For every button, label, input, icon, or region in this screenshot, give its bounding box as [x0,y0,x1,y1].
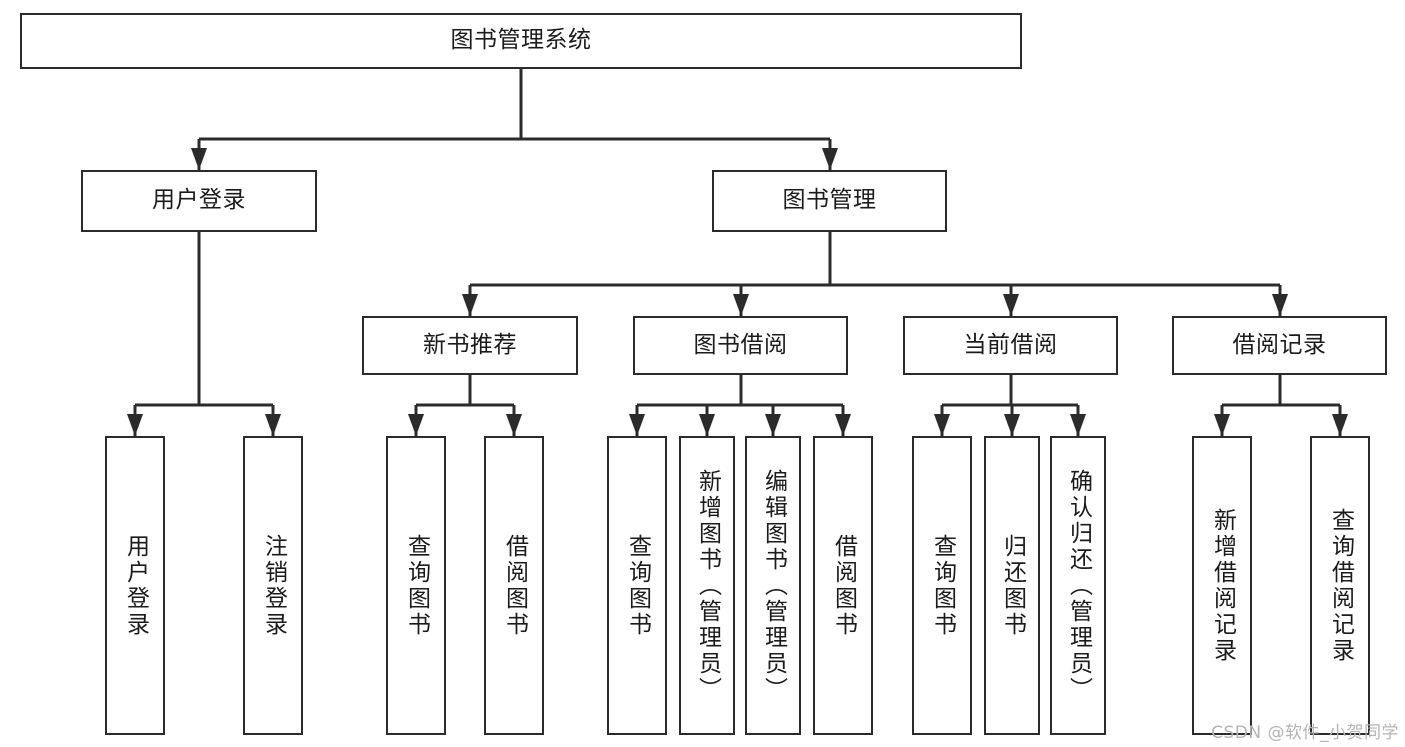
arrowhead [629,414,645,436]
node-leaf-cb-query: 查询图书 [912,436,972,735]
arrowhead [934,414,950,436]
node-root: 图书管理系统 [20,13,1022,69]
node-leaf-bb-add: 新增图书（管理员） [679,436,735,735]
arrowhead [1332,414,1348,436]
node-label-new-book-rec: 新书推荐 [423,331,517,358]
node-label-user-login: 用户登录 [152,187,246,214]
watermark: CSDN @软件_小贺同学 [1211,723,1399,743]
arrowhead [1004,414,1020,436]
node-label-leaf-bb-borrow: 借阅图书 [830,533,857,638]
node-label-leaf-cb-confirm: 确认归还（管理员） [1065,468,1092,703]
node-label-leaf-bb-edit: 编辑图书（管理员） [760,468,787,703]
node-leaf-bb-borrow: 借阅图书 [813,436,873,735]
arrowhead [835,414,851,436]
node-label-borrow-record: 借阅记录 [1232,331,1327,358]
node-leaf-cb-return: 归还图书 [984,436,1040,735]
node-leaf-rec-query: 查询图书 [386,436,446,735]
node-label-leaf-user-login: 用户登录 [122,533,149,638]
node-label-leaf-cb-return: 归还图书 [999,533,1026,638]
node-new-book-rec: 新书推荐 [362,316,578,375]
node-leaf-user-login: 用户登录 [105,436,165,735]
arrowhead [699,414,715,436]
node-label-leaf-rec-query: 查询图书 [403,533,430,638]
arrowhead [408,414,424,436]
node-label-leaf-br-add: 新增借阅记录 [1209,507,1236,664]
node-user-login: 用户登录 [81,170,317,232]
node-label-root: 图书管理系统 [450,27,592,54]
arrowhead [462,294,478,316]
node-label-leaf-rec-borrow: 借阅图书 [501,533,528,638]
arrowhead [506,414,522,436]
node-label-leaf-br-query: 查询借阅记录 [1327,507,1354,664]
node-leaf-bb-edit: 编辑图书（管理员） [745,436,801,735]
node-leaf-bb-query: 查询图书 [607,436,667,735]
node-borrow-record: 借阅记录 [1172,316,1387,375]
node-book-manage: 图书管理 [712,170,947,232]
arrowhead [265,414,281,436]
arrowhead [1070,414,1086,436]
arrowhead [822,148,838,170]
node-leaf-cb-confirm: 确认归还（管理员） [1050,436,1106,735]
arrowhead [1214,414,1230,436]
node-label-book-manage: 图书管理 [782,187,877,214]
node-leaf-br-query: 查询借阅记录 [1310,436,1370,735]
arrowhead [191,148,207,170]
node-label-leaf-bb-add: 新增图书（管理员） [694,468,721,703]
node-label-leaf-logout: 注销登录 [260,533,287,638]
arrowhead [765,414,781,436]
arrowhead [1003,294,1019,316]
node-leaf-br-add: 新增借阅记录 [1192,436,1252,735]
node-label-leaf-cb-query: 查询图书 [929,533,956,638]
node-label-current-borrow: 当前借阅 [963,331,1058,358]
node-label-leaf-bb-query: 查询图书 [624,533,651,638]
node-current-borrow: 当前借阅 [903,316,1118,375]
arrowhead [127,414,143,436]
arrowhead [733,294,749,316]
node-leaf-logout: 注销登录 [243,436,303,735]
arrowhead [1272,294,1288,316]
node-book-borrow: 图书借阅 [633,316,848,375]
node-label-book-borrow: 图书借阅 [693,331,788,358]
node-leaf-rec-borrow: 借阅图书 [484,436,544,735]
